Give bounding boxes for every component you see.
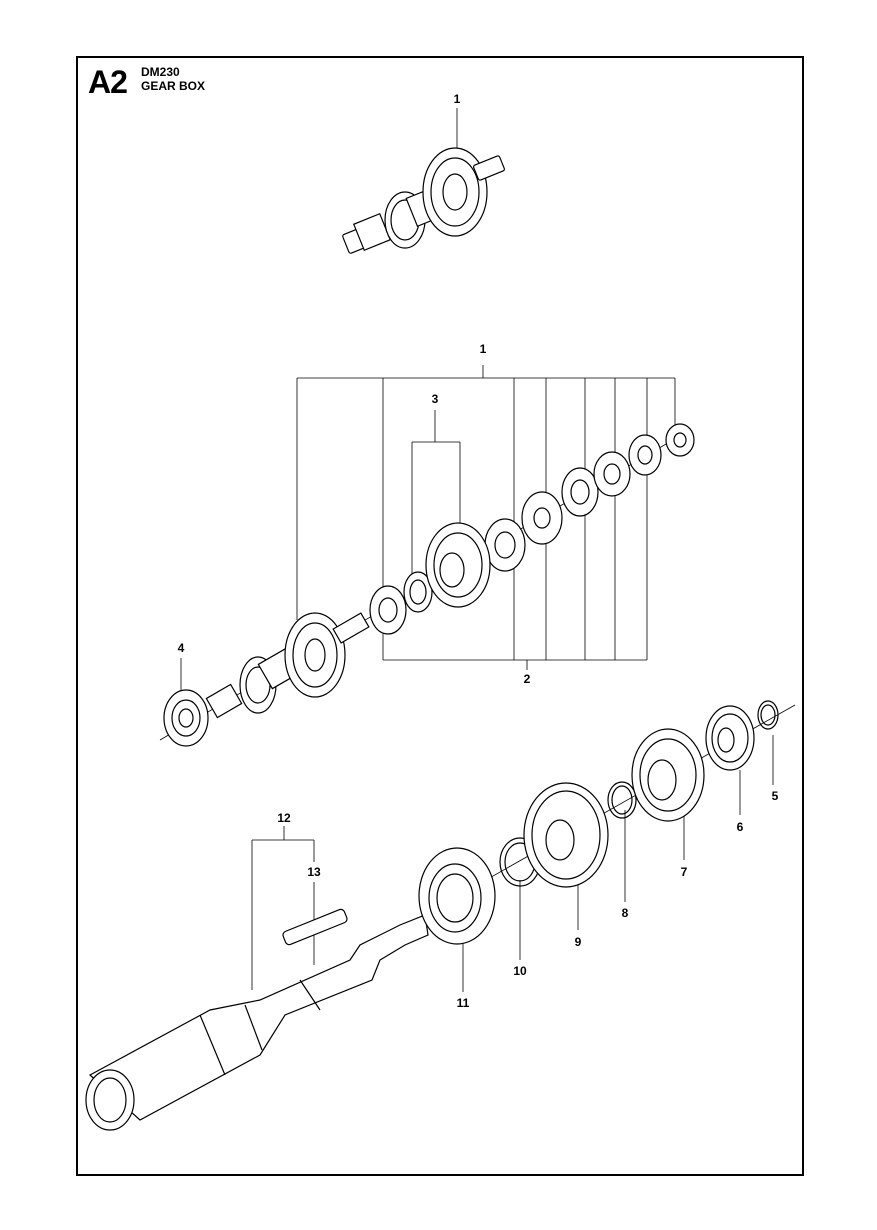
callout-1-top: 1 — [453, 92, 461, 106]
section-title: GEAR BOX — [141, 79, 206, 93]
snap-ring-8 — [607, 781, 637, 819]
callout-5: 5 — [771, 789, 779, 803]
snap-ring-5 — [757, 700, 779, 730]
callout-12: 12 — [277, 811, 291, 825]
callout-8: 8 — [621, 906, 629, 920]
gear-3 — [403, 522, 491, 613]
callout-1-middle: 1 — [479, 342, 487, 356]
drawing-frame — [76, 56, 804, 1176]
callout-13: 13 — [307, 865, 321, 879]
callout-3: 3 — [431, 392, 439, 406]
callout-9: 9 — [574, 935, 582, 949]
key-13 — [282, 908, 348, 946]
callout-6: 6 — [736, 820, 744, 834]
callout-11: 11 — [456, 996, 470, 1010]
gear-9 — [523, 782, 609, 888]
gear-7 — [631, 728, 705, 822]
output-shaft-12 — [85, 914, 429, 1131]
assembled-shaft-1 — [342, 108, 505, 254]
callout-10: 10 — [513, 964, 527, 978]
callout-2: 2 — [523, 672, 531, 686]
exploded-shaft-1 — [205, 612, 370, 719]
page-code: A2 — [88, 64, 128, 100]
callout-7: 7 — [680, 865, 688, 879]
callout-4: 4 — [177, 641, 185, 655]
bearing-11 — [418, 847, 496, 945]
bearing-4 — [163, 689, 209, 747]
gear-6 — [705, 705, 755, 771]
model-name: DM230 — [141, 65, 180, 79]
